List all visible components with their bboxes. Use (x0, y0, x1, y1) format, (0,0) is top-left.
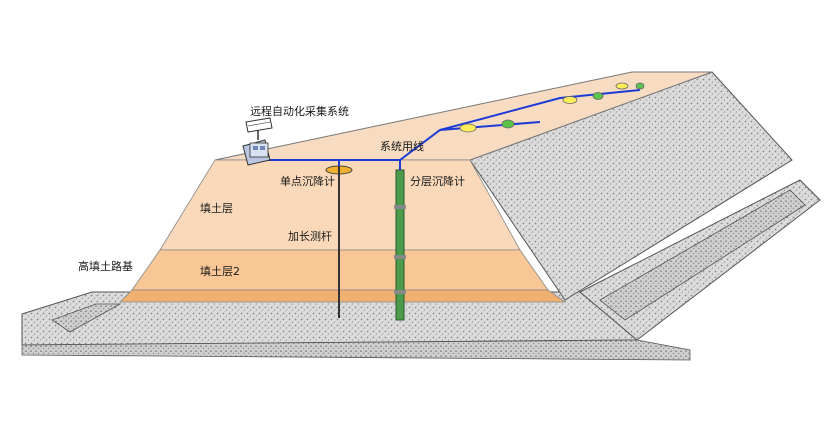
node-green (501, 119, 515, 129)
label-extension-rod: 加长测杆 (288, 229, 332, 243)
node-yellow (459, 123, 477, 133)
label-layered-gauge: 分层沉降计 (410, 174, 465, 188)
left-ditch (51, 303, 122, 333)
label-single-point-gauge: 单点沉降计 (280, 174, 335, 188)
system-cable-upper (439, 89, 641, 131)
label-system-cable: 系统用线 (380, 139, 424, 153)
label-fill-layer-2: 填土层2 (200, 264, 240, 278)
antenna-icon (245, 117, 273, 140)
label-fill-layer-1: 填土层 (200, 201, 233, 215)
node-yellow (562, 96, 578, 104)
system-cable-main (265, 121, 541, 161)
node-green (635, 82, 645, 90)
data-logger-box-icon (242, 139, 271, 166)
base-band (21, 339, 691, 361)
node-yellow (615, 82, 629, 90)
node-green (592, 92, 604, 100)
right-ditch (599, 189, 806, 321)
fill-layer-bottom (119, 289, 567, 303)
layered-gauge-tube (395, 169, 405, 321)
label-remote-system: 远程自动化采集系统 (250, 104, 349, 118)
label-high-fill-subgrade: 高填土路基 (78, 259, 133, 273)
